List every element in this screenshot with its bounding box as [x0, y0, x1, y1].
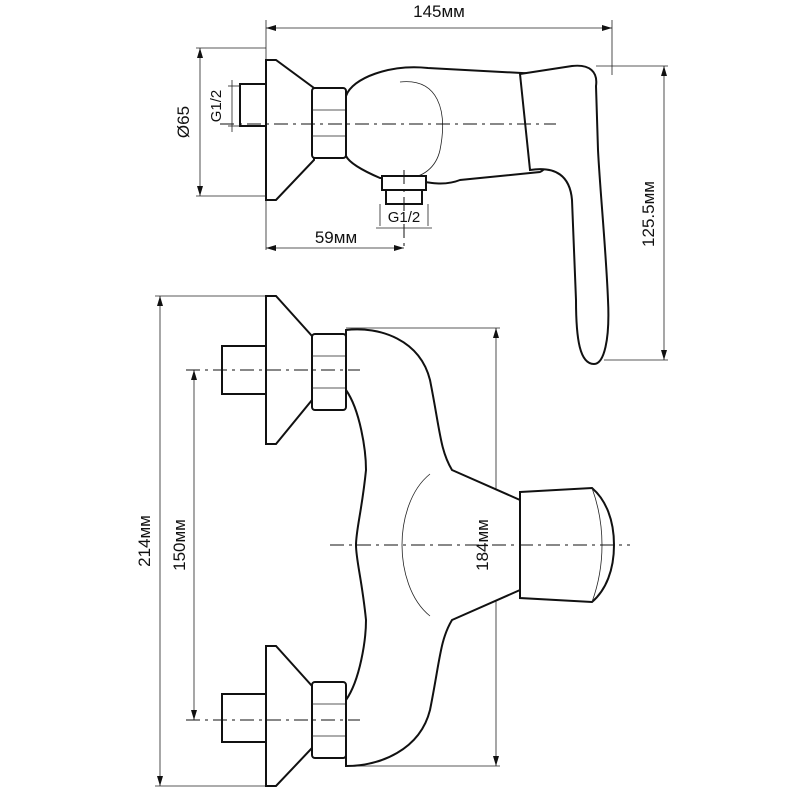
arrow — [394, 245, 404, 251]
lower-inlet-stub — [221, 693, 267, 743]
arrow — [493, 756, 499, 766]
arrow — [661, 350, 667, 360]
lower-flange — [265, 645, 313, 787]
side-view — [196, 20, 668, 366]
side-flange — [265, 59, 315, 201]
arrow — [197, 48, 203, 58]
label-body-length: 184мм — [473, 519, 492, 571]
arrow — [266, 25, 276, 31]
arrow — [197, 186, 203, 196]
upper-hex-nut — [311, 333, 347, 411]
front-view — [155, 295, 630, 787]
label-outlet-offset: 59мм — [315, 228, 357, 247]
label-outlet-thread: G1/2 — [388, 209, 421, 226]
arrow — [493, 328, 499, 338]
arrow — [191, 710, 197, 720]
arrow — [266, 245, 276, 251]
side-lever-handle — [518, 64, 610, 366]
side-inlet-stub — [239, 83, 267, 127]
body-contour — [401, 473, 431, 617]
side-body — [345, 66, 556, 185]
arrow — [191, 370, 197, 380]
arrow — [157, 776, 163, 786]
label-overall-length: 214мм — [135, 515, 154, 567]
arrow — [602, 25, 612, 31]
side-hex-nut — [311, 87, 347, 159]
body-contour — [399, 81, 443, 179]
arrow — [157, 296, 163, 306]
label-total-height: 125.5мм — [639, 181, 658, 247]
label-flange-diameter: Ø65 — [174, 106, 193, 138]
label-inlet-thread: G1/2 — [208, 90, 225, 123]
front-body — [345, 328, 521, 768]
label-total-width: 145мм — [413, 2, 465, 21]
arrow — [661, 66, 667, 76]
label-inlet-spacing: 150мм — [170, 519, 189, 571]
